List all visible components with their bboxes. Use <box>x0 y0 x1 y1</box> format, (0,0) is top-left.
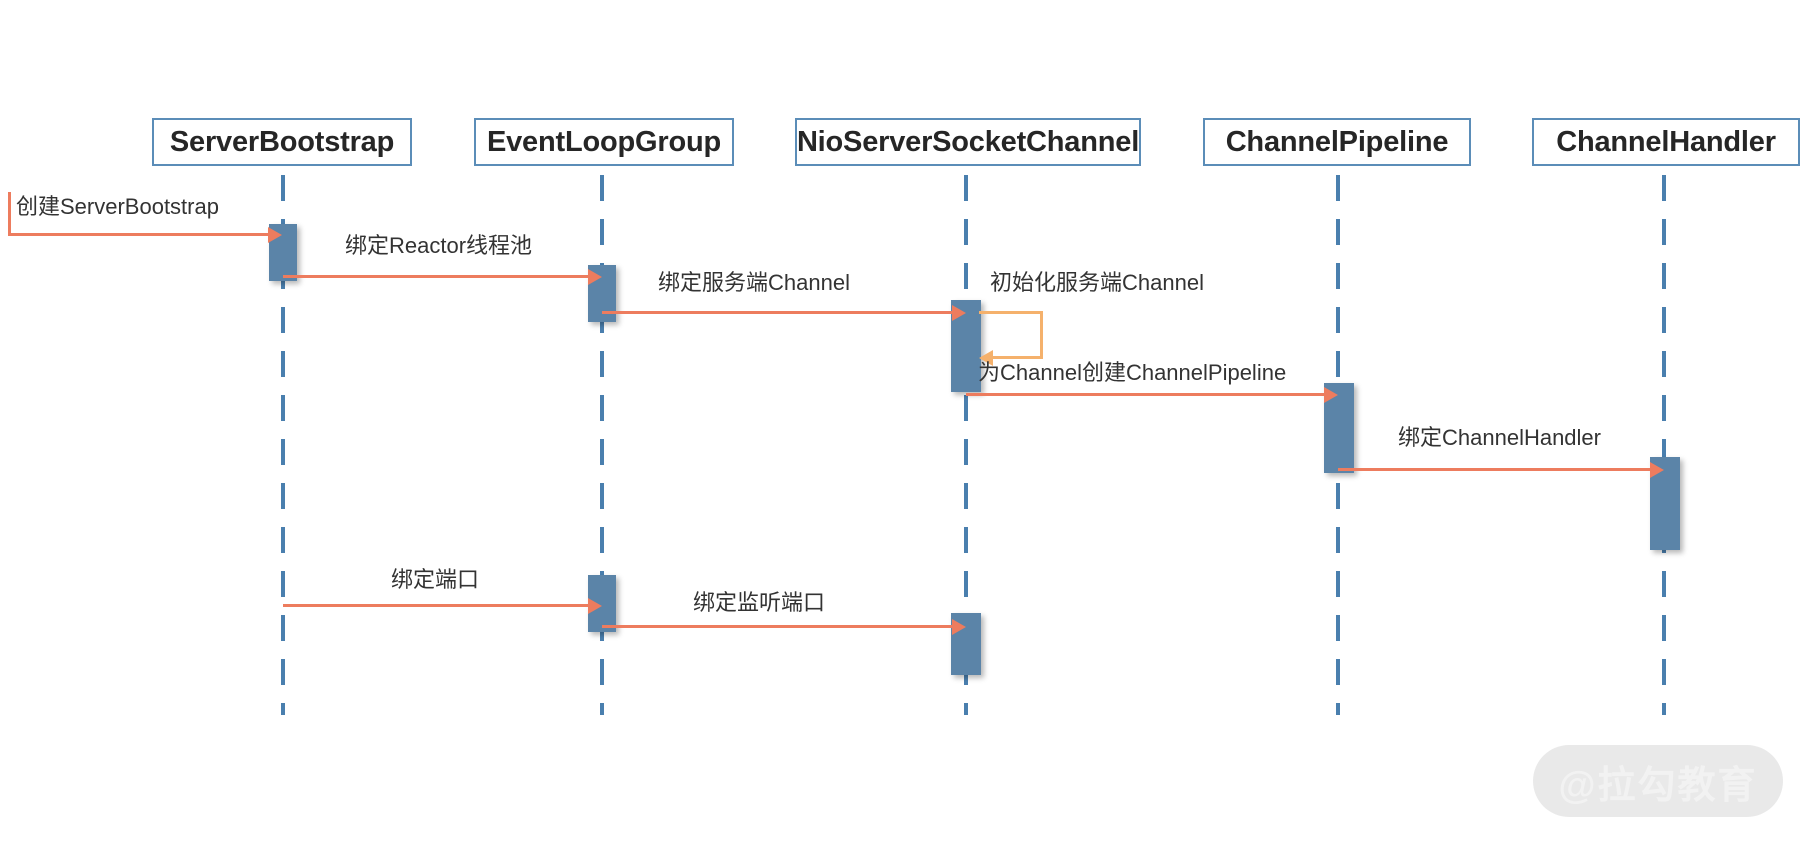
message-line-create-channel-pipeline-for-channel <box>966 393 1324 396</box>
message-line-bind-channel-handler <box>1338 468 1650 471</box>
participant-server-bootstrap[interactable]: ServerBootstrap <box>152 118 412 166</box>
message-arrowhead-bind-reactor-thread-pool <box>588 269 602 285</box>
message-label-create-channel-pipeline-for-channel: 为Channel创建ChannelPipeline <box>978 360 1287 385</box>
message-label-bind-port: 绑定端口 <box>391 567 480 592</box>
message-line-create-server-bootstrap <box>8 233 268 236</box>
message-arrowhead-bind-channel-handler <box>1650 462 1664 478</box>
message-line-bind-listen-port <box>602 625 952 628</box>
participant-label: EventLoopGroup <box>486 125 721 158</box>
participant-label: ServerBootstrap <box>169 125 395 158</box>
message-arrowhead-create-server-bootstrap <box>268 227 282 243</box>
message-label-bind-channel-handler: 绑定ChannelHandler <box>1398 425 1601 450</box>
message-label-bind-reactor-thread-pool: 绑定Reactor线程池 <box>345 233 533 258</box>
participant-label: ChannelHandler <box>1556 125 1776 158</box>
lifeline-nio-server-socket-channel <box>964 175 968 715</box>
participant-nio-server-socket-channel[interactable]: NioServerSocketChannel <box>795 118 1141 166</box>
message-arrowhead-bind-server-channel <box>952 305 966 321</box>
message-arrowhead-bind-listen-port <box>952 619 966 635</box>
message-label-create-server-bootstrap: 创建ServerBootstrap <box>16 194 219 219</box>
watermark: @拉勾教育 <box>1533 745 1783 817</box>
message-label-bind-server-channel: 绑定服务端Channel <box>658 270 850 295</box>
lifeline-channel-handler <box>1662 175 1666 715</box>
message-line-bind-port <box>283 604 588 607</box>
lifeline-server-bootstrap <box>281 175 285 715</box>
participant-label: NioServerSocketChannel <box>796 125 1140 158</box>
participant-label: ChannelPipeline <box>1225 125 1449 158</box>
message-label-bind-listen-port: 绑定监听端口 <box>693 590 826 615</box>
participant-event-loop-group[interactable]: EventLoopGroup <box>474 118 734 166</box>
message-arrowhead-create-channel-pipeline-for-channel <box>1324 387 1338 403</box>
found-message-riser-create-server-bootstrap <box>8 192 11 233</box>
self-loop-arrowhead-init-server-channel <box>979 350 993 366</box>
message-label-init-server-channel: 初始化服务端Channel <box>990 270 1204 295</box>
participant-channel-pipeline[interactable]: ChannelPipeline <box>1203 118 1471 166</box>
message-line-bind-server-channel <box>602 311 952 314</box>
message-line-bind-reactor-thread-pool <box>283 275 588 278</box>
participant-channel-handler[interactable]: ChannelHandler <box>1532 118 1800 166</box>
lifeline-event-loop-group <box>600 175 604 715</box>
self-loop-bottom-init-server-channel <box>991 356 1043 359</box>
self-loop-right-init-server-channel <box>1040 311 1043 356</box>
self-loop-top-init-server-channel <box>979 311 1043 314</box>
watermark-text: @拉勾教育 <box>1558 764 1758 807</box>
message-arrowhead-bind-port <box>588 598 602 614</box>
